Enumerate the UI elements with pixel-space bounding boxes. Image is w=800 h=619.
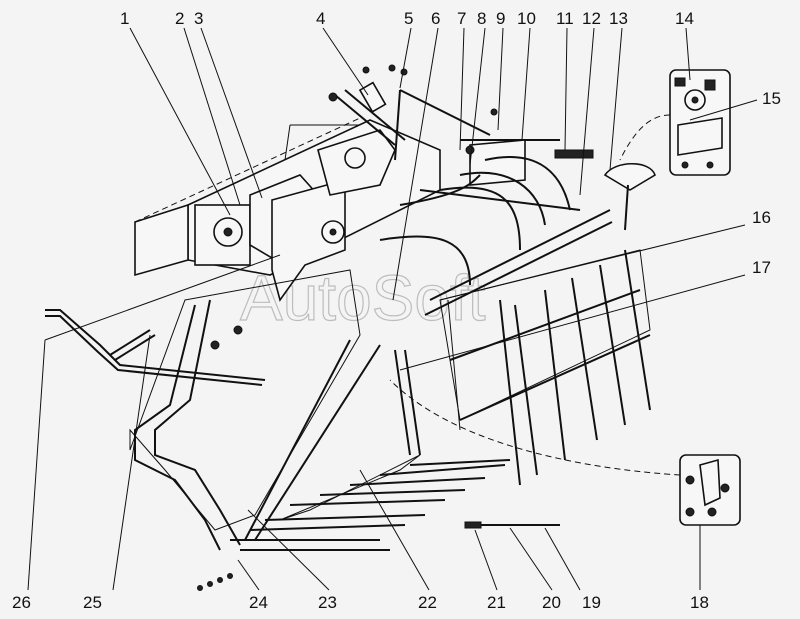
callout-4: 4: [316, 9, 325, 28]
callout-19: 19: [582, 593, 601, 612]
callout-25: 25: [83, 593, 102, 612]
callout-7: 7: [457, 9, 466, 28]
callout-8: 8: [477, 9, 486, 28]
detail-inset-top: [619, 69, 731, 176]
leader-lines: [27, 27, 758, 591]
fasteners: [197, 573, 233, 591]
skid-frame: [129, 269, 421, 551]
header-housing: [134, 117, 441, 302]
callout-24: 24: [249, 593, 268, 612]
rear-grate: [439, 249, 651, 486]
callout-5: 5: [404, 9, 413, 28]
callout-12: 12: [582, 9, 601, 28]
callout-11: 11: [556, 9, 574, 28]
hydraulic-hoses: [379, 156, 581, 286]
callout-26: 26: [12, 593, 31, 612]
callout-9: 9: [496, 9, 505, 28]
detail-inset-bottom: [389, 379, 741, 526]
callout-21: 21: [487, 593, 506, 612]
callout-15: 15: [762, 89, 781, 108]
callout-14: 14: [675, 9, 694, 28]
callout-labels: 1 2 3 4 5 6 7 8 9 10 11 12 13 14 15 16 1…: [12, 9, 781, 612]
callout-16: 16: [752, 208, 771, 227]
callout-1: 1: [120, 9, 129, 28]
callout-10: 10: [517, 9, 536, 28]
callout-2: 2: [175, 9, 184, 28]
tines: [230, 459, 511, 551]
callout-17: 17: [752, 258, 771, 277]
callout-13: 13: [609, 9, 628, 28]
callout-20: 20: [542, 593, 561, 612]
callout-22: 22: [418, 593, 437, 612]
callout-6: 6: [431, 9, 440, 28]
drawbar: [45, 309, 266, 386]
control-rod: [460, 139, 594, 186]
callout-18: 18: [690, 593, 709, 612]
crank-assembly: [328, 64, 498, 161]
pin-assembly: [464, 521, 560, 529]
callout-3: 3: [194, 9, 203, 28]
callout-23: 23: [318, 593, 337, 612]
